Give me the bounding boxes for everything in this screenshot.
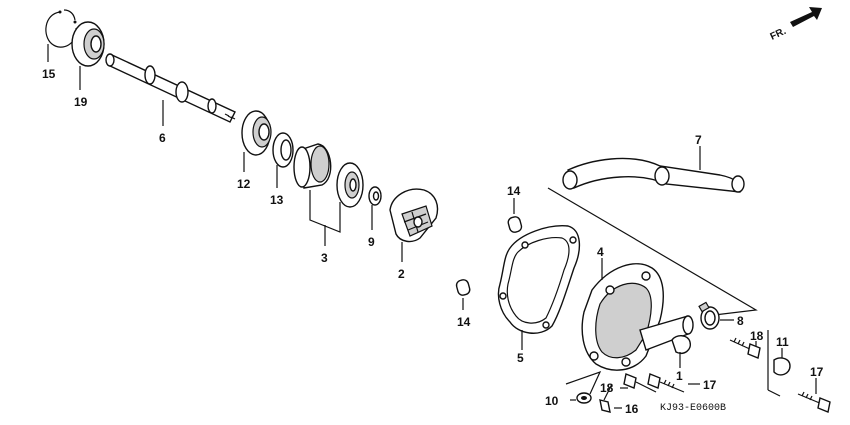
bolt-17-middle [647, 373, 700, 393]
drawing-code: KJ93-E0600B [660, 403, 726, 414]
callout-labels: 15 19 6 12 13 3 9 2 7 14 4 14 8 18 11 5 … [42, 67, 824, 416]
callout-17-middle: 17 [703, 378, 717, 392]
pump-cover-4 [581, 258, 694, 371]
bolt-16 [599, 383, 622, 413]
circlip-15 [45, 9, 77, 62]
dowel-pin-14-upper [507, 198, 523, 233]
callout-5: 5 [517, 351, 524, 365]
bolt-18-upper [729, 337, 761, 359]
bolt-18-lower [620, 373, 657, 393]
callout-14-upper: 14 [507, 184, 521, 198]
callout-15: 15 [42, 67, 56, 81]
impeller-2 [389, 188, 439, 262]
callout-17-right: 17 [810, 365, 824, 379]
callout-7: 7 [695, 133, 702, 147]
seal-ring-13 [272, 132, 294, 188]
callout-19: 19 [74, 95, 88, 109]
washer-9 [368, 186, 382, 230]
callout-14-lower: 14 [457, 315, 471, 329]
mechanical-seal-3 [293, 143, 364, 246]
callout-6: 6 [159, 131, 166, 145]
hose-7 [547, 146, 758, 317]
callout-3: 3 [321, 251, 328, 265]
front-direction-arrow: FR. [769, 7, 822, 43]
callout-1: 1 [676, 369, 683, 383]
callout-11: 11 [776, 335, 789, 349]
clip-1 [671, 335, 691, 368]
hose-clamp-8 [698, 301, 734, 330]
bolt-17-right [797, 378, 831, 413]
bracket-11 [767, 330, 791, 397]
bearing-12 [241, 110, 272, 172]
washer-10 [565, 370, 602, 404]
callout-9: 9 [368, 235, 375, 249]
callout-12: 12 [237, 177, 251, 191]
callout-18-lower: 18 [600, 381, 614, 395]
gasket-5 [497, 225, 581, 350]
callout-4: 4 [597, 245, 604, 259]
dowel-pin-14-lower [455, 279, 471, 310]
callout-8: 8 [737, 314, 744, 328]
direction-label: FR. [769, 26, 788, 43]
callout-13: 13 [270, 193, 284, 207]
callout-18-upper: 18 [750, 329, 764, 343]
pump-shaft-6 [105, 53, 236, 126]
bearing-19 [71, 21, 105, 90]
callout-16: 16 [625, 402, 639, 416]
callout-2: 2 [398, 267, 405, 281]
callout-10: 10 [545, 394, 559, 408]
